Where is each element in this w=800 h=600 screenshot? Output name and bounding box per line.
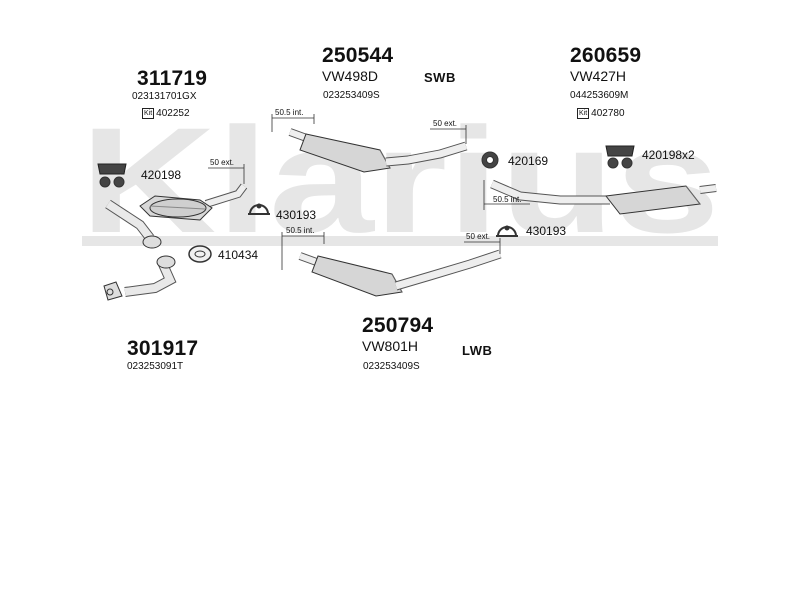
clamp-icon — [496, 225, 518, 237]
kit-number: 402780 — [591, 108, 625, 119]
oem-ref-250544: 023253409S — [323, 90, 380, 101]
oem-ref-301917: 023253091T — [127, 361, 184, 372]
part-number-301917: 301917 — [127, 337, 199, 360]
dimension-label: 50 ext. — [210, 158, 235, 167]
dimension-label: 50.5 int. — [286, 226, 315, 235]
silencer-260659 — [490, 179, 717, 215]
dimension-label: 50 ext. — [433, 119, 458, 128]
silencer-250544 — [288, 128, 468, 173]
rubber-ring-icon — [481, 151, 499, 169]
part-number-311719: 311719 — [137, 67, 208, 90]
oem-ref-260659: 044253609M — [570, 90, 629, 101]
fitting-430193: 430193 — [276, 208, 317, 222]
part-code-250544: VW498D — [322, 68, 379, 84]
gasket-ring-icon — [188, 245, 212, 263]
kit-label: Kit — [142, 108, 155, 119]
fitting-420198: 420198 — [141, 168, 182, 182]
rubber-hanger-icon — [605, 145, 635, 169]
part-code-250794: VW801H — [362, 338, 419, 354]
fitting-410434: 410434 — [218, 248, 259, 262]
downpipe-301917 — [103, 199, 177, 301]
part-number-250544: 250544 — [322, 44, 394, 67]
dimension-label: 50 ext. — [466, 232, 491, 241]
oem-ref-250794: 023253409S — [363, 361, 420, 372]
dimension-label: 50.5 int. — [493, 195, 522, 204]
variant-swb: SWB — [424, 70, 456, 85]
part-number-260659: 260659 — [570, 44, 642, 67]
catalyst-311719 — [139, 183, 248, 221]
clamp-icon — [248, 203, 270, 215]
part-code-260659: VW427H — [570, 68, 627, 84]
fitting-420169: 420169 — [508, 154, 549, 168]
kit-label: Kit — [577, 108, 590, 119]
kit-number: 402252 — [156, 108, 190, 119]
fitting-430193-lower: 430193 — [526, 224, 567, 238]
rubber-hanger-icon — [97, 163, 127, 188]
oem-ref-311719: 023131701GX — [132, 91, 197, 102]
variant-lwb: LWB — [462, 343, 493, 358]
watermark-bar — [82, 236, 718, 246]
dimension-lines — [208, 114, 530, 270]
dimension-label: 50.5 int. — [275, 108, 304, 117]
part-number-250794: 250794 — [362, 314, 434, 337]
silencer-250794 — [298, 249, 502, 297]
fitting-420198x2: 420198x2 — [642, 148, 695, 162]
